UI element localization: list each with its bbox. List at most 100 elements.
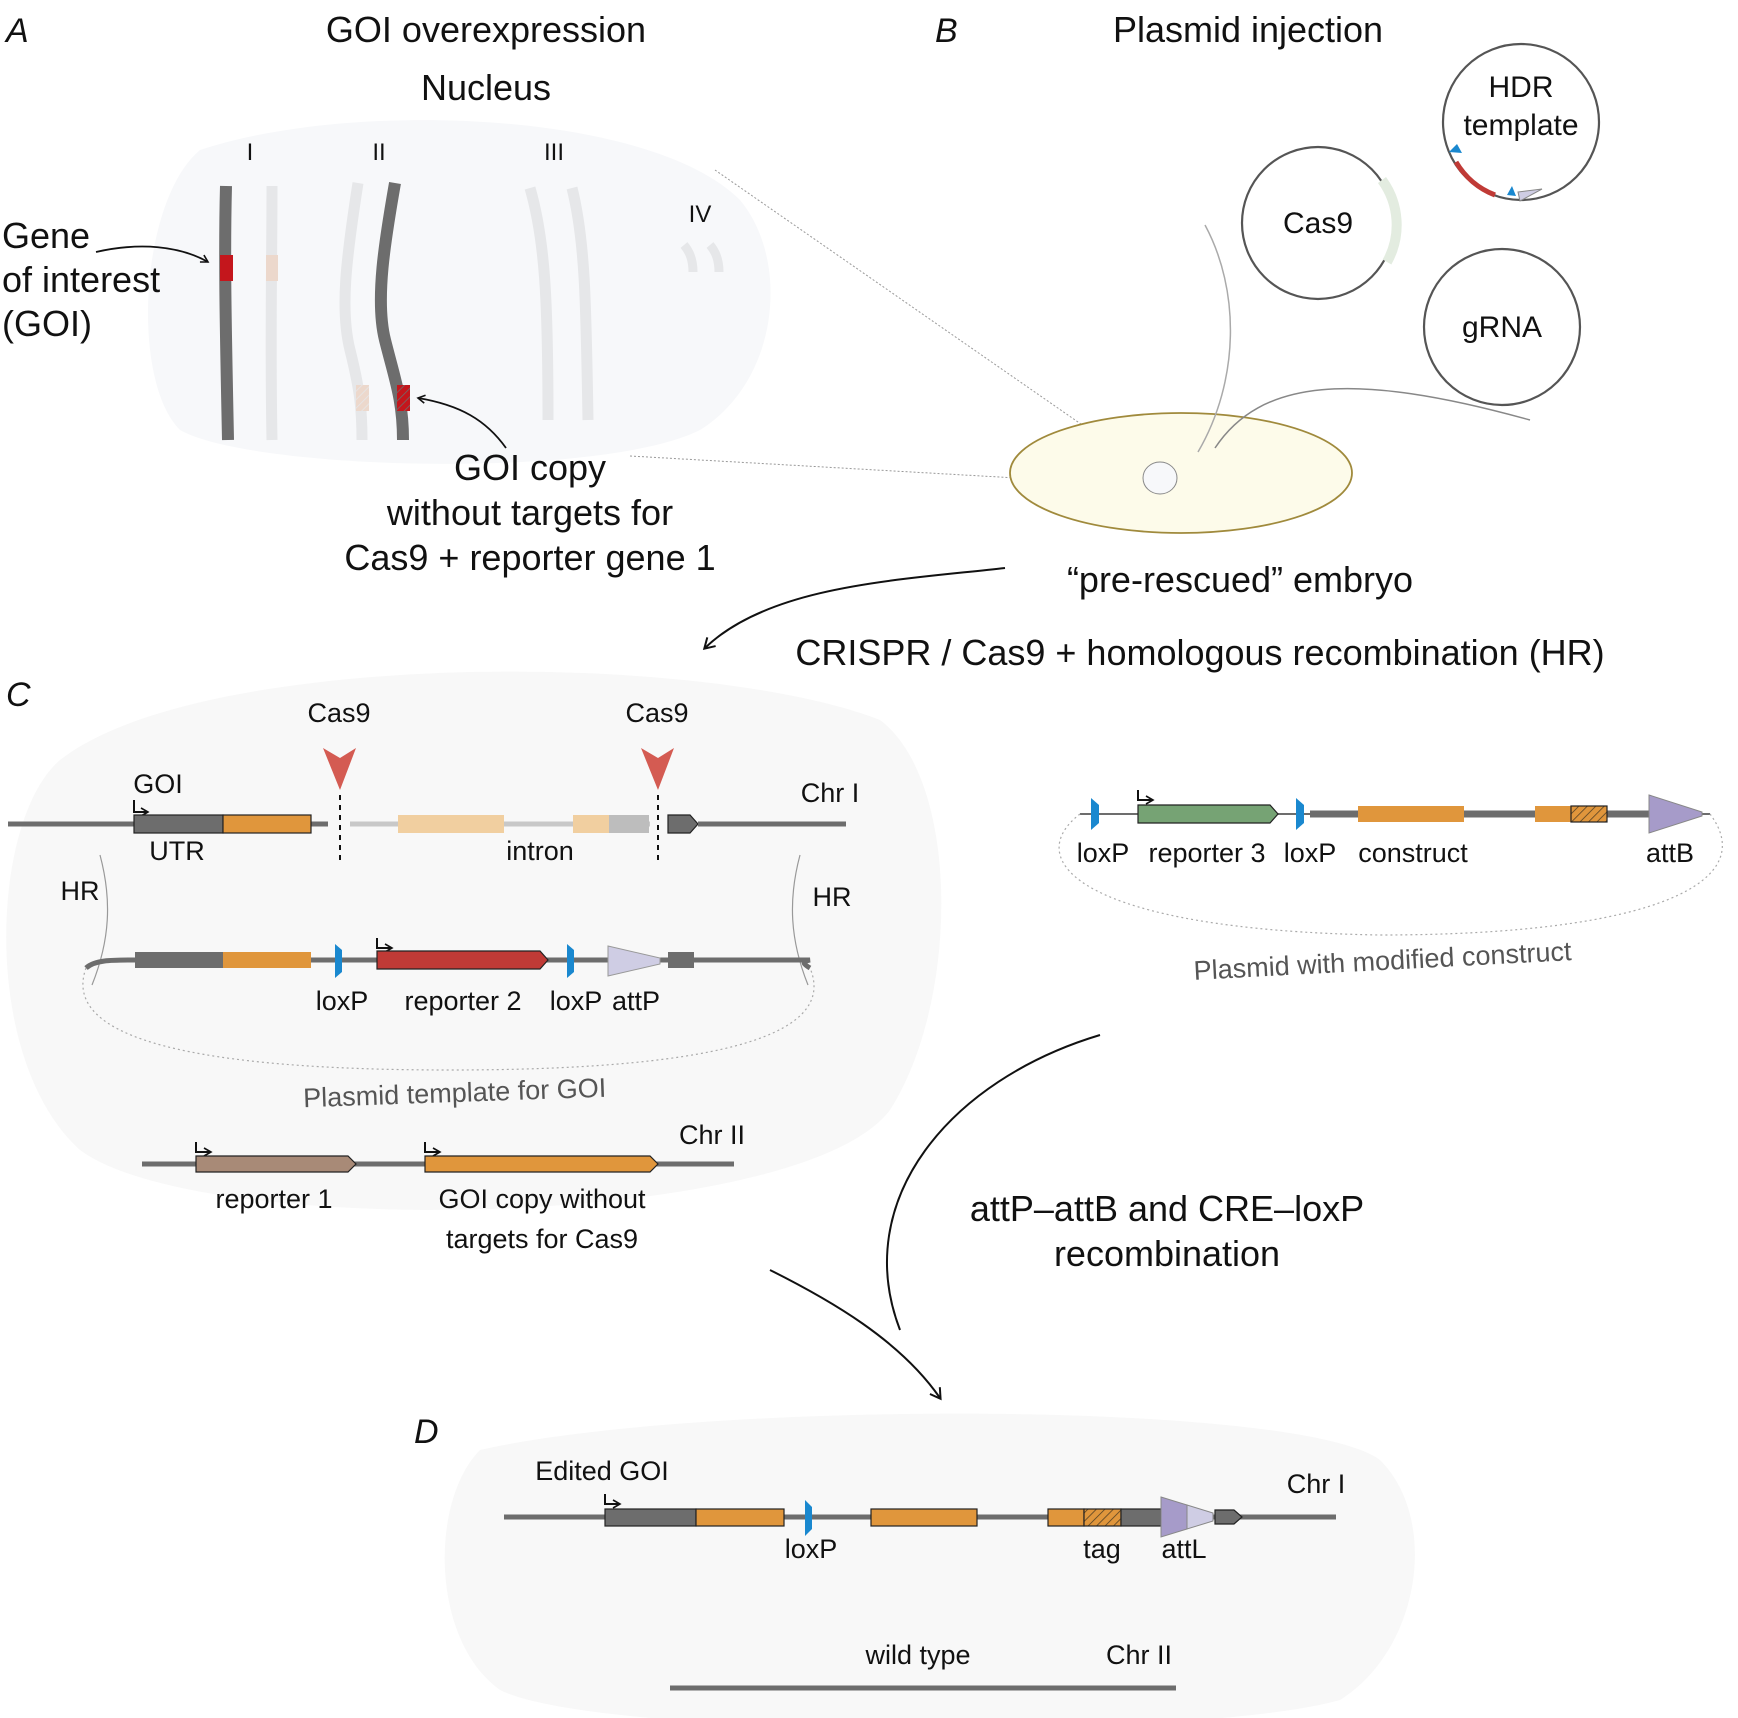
template-loxp-label-1: loxP xyxy=(316,986,369,1016)
edited-goi-label: Edited GOI xyxy=(535,1456,669,1486)
construct-tag xyxy=(1570,805,1608,823)
attb-label: attB xyxy=(1646,838,1694,868)
goi-copy-promoter-arrow xyxy=(424,1142,442,1157)
chromosome-iv-right xyxy=(706,242,724,273)
reporter1-gene xyxy=(195,1155,357,1173)
template-attp xyxy=(607,945,661,977)
chromosome-iv-left xyxy=(680,242,698,273)
copy-pointer-arrow xyxy=(416,394,507,449)
reporter1-promoter-arrow xyxy=(195,1142,213,1157)
hdr-attp xyxy=(1517,188,1543,202)
edited-downstream-gene xyxy=(1214,1509,1243,1525)
excised-exon-2 xyxy=(573,815,609,833)
cas9-label-1: Cas9 xyxy=(307,698,370,728)
recombination-label-line1: attP–attB and CRE–loxP xyxy=(970,1188,1364,1229)
goi-copy-label-line1: GOI copy without xyxy=(438,1184,646,1214)
reporter2-label: reporter 2 xyxy=(404,986,521,1016)
modified-plasmid-loop xyxy=(1058,813,1723,936)
intron-label: intron xyxy=(506,836,574,866)
recombination-arrow-left xyxy=(886,1034,1101,1331)
hr-label-right: HR xyxy=(813,882,852,912)
chr1-label: Chr I xyxy=(801,778,860,808)
gene-label-line3: (GOI) xyxy=(2,303,92,344)
construct-exon-1 xyxy=(1358,806,1464,822)
panel-a-title: GOI overexpression xyxy=(326,9,646,50)
hr-arc-right xyxy=(791,854,809,986)
copy-label-line3: Cas9 + reporter gene 1 xyxy=(344,537,715,578)
modified-loxp-2 xyxy=(1296,798,1304,830)
reporter1-label: reporter 1 xyxy=(215,1184,332,1214)
goi-copy-label-line2: targets for Cas9 xyxy=(446,1224,638,1254)
utr-label: UTR xyxy=(149,836,205,866)
excised-exon-1 xyxy=(398,815,504,833)
chromosome-label-iii: III xyxy=(544,139,564,166)
chr2-label-c: Chr II xyxy=(679,1120,745,1150)
goi-utr-block xyxy=(133,814,224,834)
hr-arc-left xyxy=(91,854,109,986)
template-loxp-label-2: loxP xyxy=(550,986,603,1016)
cas9-gene-segment xyxy=(1377,177,1402,265)
hdr-reporter-segment xyxy=(1453,160,1496,198)
panel-c: C Cas9 Cas9 GOI Chr I UTR intron HR HR xyxy=(6,671,1723,1254)
template-homology-arm-utr xyxy=(135,952,223,968)
grna-plasmid-label: gRNA xyxy=(1462,311,1542,344)
goi-exon-1 xyxy=(222,814,312,834)
hdr-label-line2: template xyxy=(1463,109,1578,142)
panel-c-letter: C xyxy=(6,676,31,714)
template-homology-arm-right xyxy=(668,952,694,968)
template-loxp-1 xyxy=(335,944,342,978)
reporter2-promoter-arrow xyxy=(376,938,394,953)
copy-label-line2: without targets for xyxy=(386,492,673,533)
cas9-plasmid-label: Cas9 xyxy=(1283,207,1353,240)
gene-pointer-arrow xyxy=(95,245,210,263)
chromosome-i-faint xyxy=(265,185,278,441)
grna-plasmid xyxy=(1422,247,1582,407)
tag-label: tag xyxy=(1083,1534,1121,1564)
crispr-arrow-label: CRISPR / Cas9 + homologous recombination… xyxy=(795,632,1604,673)
edited-exon-3 xyxy=(1047,1508,1085,1527)
goi-copy-locus-faint xyxy=(356,385,369,411)
modified-loxp-label-1: loxP xyxy=(1077,838,1130,868)
cas9-cut-marker-2 xyxy=(641,748,674,790)
goi-copy-locus xyxy=(397,385,410,411)
hdr-loxp-1 xyxy=(1449,144,1462,153)
needle-line-2 xyxy=(1214,387,1531,449)
panel-a-letter: A xyxy=(4,12,29,50)
hdr-loxp-2 xyxy=(1507,186,1516,196)
template-homology-arm-exon xyxy=(223,952,311,968)
edited-tag xyxy=(1083,1508,1122,1527)
reporter2-gene xyxy=(376,950,549,970)
attp-label: attP xyxy=(612,986,660,1016)
cas9-label-2: Cas9 xyxy=(625,698,688,728)
goi-copy-gene xyxy=(424,1155,659,1173)
edited-utr-block xyxy=(604,1508,697,1527)
panel-d: D Edited GOI Chr I loxP tag attL wild ty… xyxy=(414,1413,1415,1718)
zoom-line-top xyxy=(714,169,1151,473)
copy-label-line1: GOI copy xyxy=(454,447,606,488)
panel-c-background xyxy=(6,671,942,1210)
panel-b: B Plasmid injection Cas9 HDR template gR… xyxy=(935,9,1601,600)
gene-label-line1: Gene xyxy=(2,215,90,256)
goi-label: GOI xyxy=(133,769,183,799)
nucleus-label: Nucleus xyxy=(421,67,551,108)
reporter3-gene xyxy=(1137,804,1279,824)
chromosome-i-dark xyxy=(219,185,234,441)
modified-loxp-1 xyxy=(1091,798,1099,830)
goi-locus-faint xyxy=(266,255,278,281)
panel-a: A GOI overexpression Nucleus I II III IV… xyxy=(2,9,1151,578)
chromosome-iii-left xyxy=(524,186,554,421)
chromosome-iii-right xyxy=(566,186,594,421)
panel-b-letter: B xyxy=(935,12,958,50)
gene-label-line2: of interest xyxy=(2,259,160,300)
excised-utr xyxy=(609,815,649,833)
reporter3-promoter-arrow xyxy=(1137,790,1155,805)
chromosome-label-i: I xyxy=(247,139,254,166)
chr1-downstream-gene xyxy=(667,814,699,834)
chr2-label-d: Chr II xyxy=(1106,1640,1172,1670)
modified-attb xyxy=(1648,794,1703,834)
goi-locus xyxy=(220,255,233,281)
panel-b-title: Plasmid injection xyxy=(1113,9,1383,50)
crispr-arrow xyxy=(702,567,1006,651)
construct-exon-2 xyxy=(1535,806,1571,822)
